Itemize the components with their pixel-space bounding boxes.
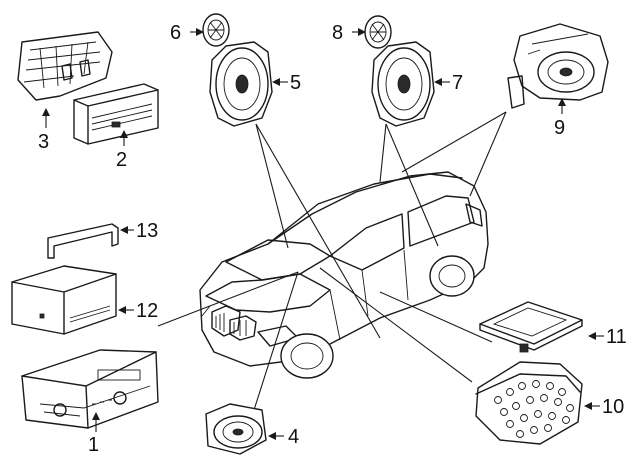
part-3-bracket [17, 31, 113, 101]
part-1-control-unit [21, 349, 159, 429]
callout-4: 4 [288, 426, 299, 448]
callout-13: 13 [136, 220, 158, 242]
part-5-speaker [209, 41, 273, 127]
part-8-tweeter [364, 15, 392, 49]
callout-8: 8 [332, 22, 343, 44]
callout-7: 7 [452, 72, 463, 94]
part-7-speaker [371, 41, 435, 127]
callout-3: 3 [38, 131, 49, 153]
part-13-bracket [47, 223, 119, 259]
callout-1: 1 [88, 434, 99, 456]
callout-6: 6 [170, 22, 181, 44]
part-10-subwoofer [475, 361, 583, 445]
callout-5: 5 [290, 72, 301, 94]
part-2-module [73, 83, 159, 145]
callout-9: 9 [554, 117, 565, 139]
vehicle-illustration [199, 171, 489, 379]
part-11-plate [479, 301, 583, 353]
part-6-tweeter [202, 13, 230, 47]
callout-11: 11 [606, 326, 627, 348]
callout-12: 12 [136, 300, 158, 322]
connection-lines [157, 111, 507, 411]
callout-labels: 1 2 3 4 5 6 7 8 9 10 11 12 13 [38, 22, 627, 456]
callout-2: 2 [116, 149, 127, 171]
part-4-speaker [205, 403, 267, 455]
part-9-speaker-housing [507, 23, 609, 109]
callout-10: 10 [602, 396, 624, 418]
callout-arrows [42, 28, 604, 440]
part-12-media-drive [11, 265, 117, 335]
